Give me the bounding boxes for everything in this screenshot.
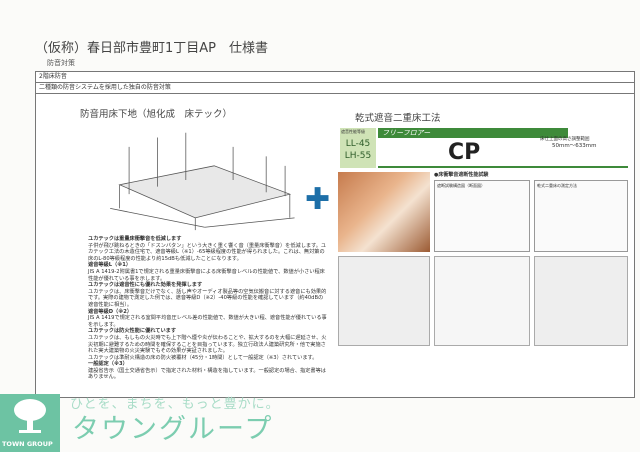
range-value: 50mm〜633mm [552,143,597,149]
paragraph: ユカテックは防火性能に優れています [88,328,177,335]
method-diagram: 乾式二重床の測定方法 [534,180,628,252]
paragraph: 遮音等級L（※1） [88,262,132,269]
diagram-caption: 遮断試験構造図（断面図） [437,183,485,188]
section-label: 防音対策 [47,59,75,67]
brand-tagline: ひとを、まちを、もっと豊かに。 [70,397,280,412]
tree-logo-icon [14,399,46,433]
graph-right [534,256,628,346]
left-heading: 防音用床下地（旭化成 床テック） [80,109,233,120]
logo-text: TOWN GROUP [2,440,53,448]
paragraph: ユカテックは、床衝撃音だけでなく、話し声やオーディオ製品等の空気伝搬音に対する遮… [88,288,327,308]
paragraph: JIS A 1419-2附属書1で規定される重量床衝撃音による床衝撃音レベルの性… [88,268,325,282]
floor-structure-drawing [110,132,295,231]
floor-photo [338,172,430,252]
paragraph: 子供が飛び跳ねるときの「ドスンバタン」という大きく重く響く音（重量床衝撃音）を低… [88,242,327,262]
row-description: 二種類の防音システムを採用した独自の防音対策 [36,83,634,94]
product-line: フリーフロアー [378,128,568,138]
method-caption: 乾式二重床の測定方法 [537,183,577,188]
paragraph: JIS A 1419で規定される室間平均音圧レベル差の性能値で、数値が大きい程、… [88,315,327,328]
data-table [434,256,530,346]
test-diagram: 遮断試験構造図（断面図） [434,180,530,252]
paragraph: ユカテックは重量床衝撃音を低減します [88,236,182,242]
paragraph: ユカテックは遮音性にも優れた効果を発揮します [88,282,203,289]
rating-lh: LH-55 [344,151,372,161]
test-heading: ●床衝撃音遮断性能試験 [434,172,489,178]
product-name: CP [448,140,481,165]
row-title: 2階床防音 [36,72,634,83]
paragraph: ユカテックは準耐火構造の床の防火被覆材（45分・1時間）として一般認定（※3）さ… [88,354,318,361]
rating-label: 遮音性能等級 [341,129,365,134]
plus-icon: ✚ [305,182,331,217]
rating-ll: LL-45 [345,139,371,149]
range-label: 床仕上面の高さ調整範囲 [540,137,590,142]
paragraph: ユカテックは、もしもの火災時でも上下階へ煙や炎が伝わることや、拡大するのを大幅に… [88,334,327,355]
paragraph: 遮音等級D（※2） [88,308,133,315]
graph-left [338,256,430,346]
paragraph: 建設省告示（国土交通省告示）で指定された材料・構造を指しています。一般認定の場合… [88,367,326,381]
right-heading: 乾式遮音二重床工法 [355,113,441,124]
description-text: ユカテックは重量床衝撃音を低減します子供が飛び跳ねるときの「ドスンバタン」という… [88,236,328,381]
paragraph: 一般認定（※3） [88,361,128,368]
document-title: （仮称）春日部市豊町1丁目AP 仕様書 [35,41,269,56]
brand-name: タウングループ [72,414,274,445]
divider [378,166,628,168]
